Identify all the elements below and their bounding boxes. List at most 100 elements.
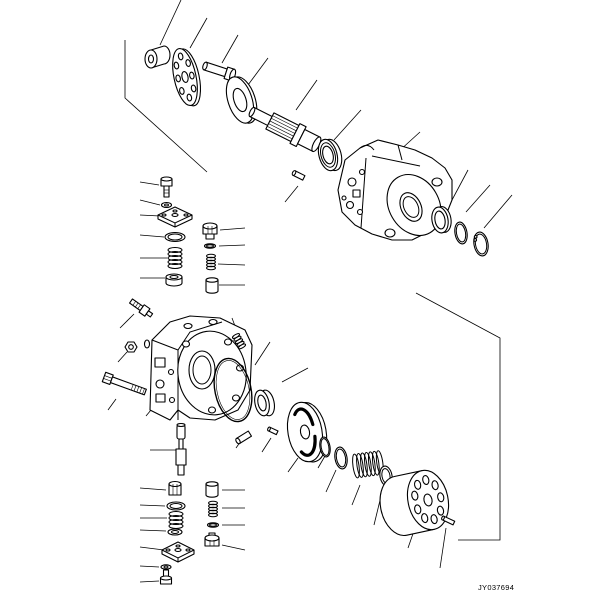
sensor-detail bbox=[135, 302, 139, 308]
leader-line bbox=[219, 227, 246, 231]
cylinder-block-detail bbox=[413, 479, 422, 490]
valve-body-detail bbox=[192, 355, 212, 385]
spring-detail bbox=[206, 262, 216, 268]
large-o-ring-detail bbox=[215, 360, 251, 420]
shaft-bearing-detail bbox=[322, 145, 334, 165]
retainer-plate-detail bbox=[185, 59, 191, 67]
cover-plate-detail bbox=[185, 548, 191, 552]
mounting-bolt-detail bbox=[133, 385, 137, 392]
pump-housing-detail bbox=[356, 208, 364, 216]
leader-line bbox=[439, 527, 447, 569]
spring-detail bbox=[208, 509, 218, 515]
leader-line bbox=[139, 580, 160, 583]
leader-line bbox=[218, 244, 246, 247]
cap-bolt bbox=[159, 569, 173, 585]
plug-detail bbox=[168, 480, 182, 488]
spring-detail bbox=[208, 503, 218, 509]
pump-housing-detail bbox=[402, 196, 420, 218]
retainer-plate-detail bbox=[189, 71, 195, 80]
plug-detail bbox=[202, 222, 218, 230]
cylinder-block-detail bbox=[430, 514, 438, 525]
mounting-bolt-detail bbox=[130, 384, 134, 391]
leader-line bbox=[261, 437, 272, 453]
retainer-plate-detail bbox=[175, 74, 181, 83]
shaft-bearing bbox=[317, 138, 343, 172]
o-ring-detail bbox=[167, 233, 183, 241]
drive-shaft-detail bbox=[248, 106, 256, 118]
retainer-plate-detail bbox=[190, 84, 197, 93]
spring-seat-detail bbox=[165, 273, 183, 281]
o-ring-detail bbox=[206, 244, 214, 248]
valve-body-detail bbox=[208, 318, 218, 326]
cover-plate-detail bbox=[165, 548, 171, 552]
snap-ring-detail bbox=[473, 238, 478, 242]
pump-housing bbox=[337, 139, 453, 241]
cylinder-block-detail bbox=[431, 480, 439, 491]
leader-line bbox=[119, 313, 135, 329]
pump-housing-detail bbox=[347, 177, 357, 187]
cylinder-block-detail bbox=[437, 492, 445, 503]
leader-line bbox=[117, 351, 128, 363]
spring-detail bbox=[168, 515, 184, 521]
spring-seat-detail bbox=[169, 275, 179, 279]
washer-detail bbox=[164, 203, 169, 207]
block-spring-detail bbox=[367, 451, 376, 477]
drive-shaft-detail bbox=[272, 115, 298, 129]
plug bbox=[202, 222, 218, 240]
o-ring-detail bbox=[209, 523, 217, 527]
leader-line bbox=[139, 181, 160, 186]
control-spool-detail bbox=[178, 438, 184, 450]
sensor-detail bbox=[145, 310, 154, 318]
piston-detail bbox=[205, 279, 219, 294]
leader-line bbox=[351, 484, 361, 506]
leader-line bbox=[465, 184, 491, 213]
leader-line bbox=[451, 169, 469, 201]
leader-line bbox=[139, 487, 167, 491]
cover-plate-detail bbox=[175, 544, 181, 548]
mounting-bolt-detail bbox=[142, 388, 145, 395]
pump-housing-detail bbox=[431, 177, 443, 187]
valve-body-detail bbox=[223, 338, 233, 346]
cover-plate-detail bbox=[183, 213, 189, 217]
o-ring bbox=[206, 522, 220, 528]
hex-nut-detail bbox=[128, 344, 134, 350]
spring bbox=[208, 500, 218, 518]
control-spool-detail bbox=[175, 448, 187, 466]
guide-pin-detail bbox=[235, 437, 241, 445]
plug bbox=[204, 532, 220, 547]
spring-detail bbox=[168, 511, 184, 517]
plug-detail bbox=[204, 534, 220, 542]
cover-plate bbox=[161, 541, 195, 563]
snap-ring-detail bbox=[473, 234, 478, 239]
mounting-bolt-detail bbox=[104, 375, 113, 379]
plug bbox=[168, 480, 182, 496]
drive-shaft-detail bbox=[267, 126, 293, 140]
leader-line bbox=[159, 0, 182, 46]
leader-line bbox=[221, 544, 246, 551]
pump-housing-detail bbox=[384, 228, 396, 238]
o-ring-detail bbox=[169, 503, 183, 509]
sensor-detail bbox=[137, 304, 141, 309]
washer-detail bbox=[160, 201, 173, 209]
cover-plate-detail bbox=[161, 213, 167, 217]
cover-plate bbox=[157, 206, 193, 228]
o-ring bbox=[454, 221, 468, 245]
block-spring-detail bbox=[371, 450, 380, 476]
leader-line bbox=[139, 234, 165, 238]
retainer-plate bbox=[172, 47, 202, 107]
valve-body-detail bbox=[231, 394, 241, 402]
washer-detail bbox=[160, 564, 172, 570]
dowel-pin bbox=[291, 170, 306, 181]
control-spool-detail bbox=[176, 422, 186, 428]
large-o-ring bbox=[213, 357, 253, 423]
shaft-bearing-detail bbox=[320, 142, 336, 168]
locating-pin-detail bbox=[267, 426, 271, 432]
cylinder-block-detail bbox=[423, 493, 433, 507]
valve-body-detail bbox=[181, 340, 191, 348]
leader-line bbox=[139, 214, 161, 217]
block-spring-detail bbox=[363, 451, 372, 477]
small-o-ring-detail bbox=[143, 339, 151, 349]
spring-detail bbox=[206, 265, 216, 271]
oil-seal-detail bbox=[434, 210, 446, 230]
